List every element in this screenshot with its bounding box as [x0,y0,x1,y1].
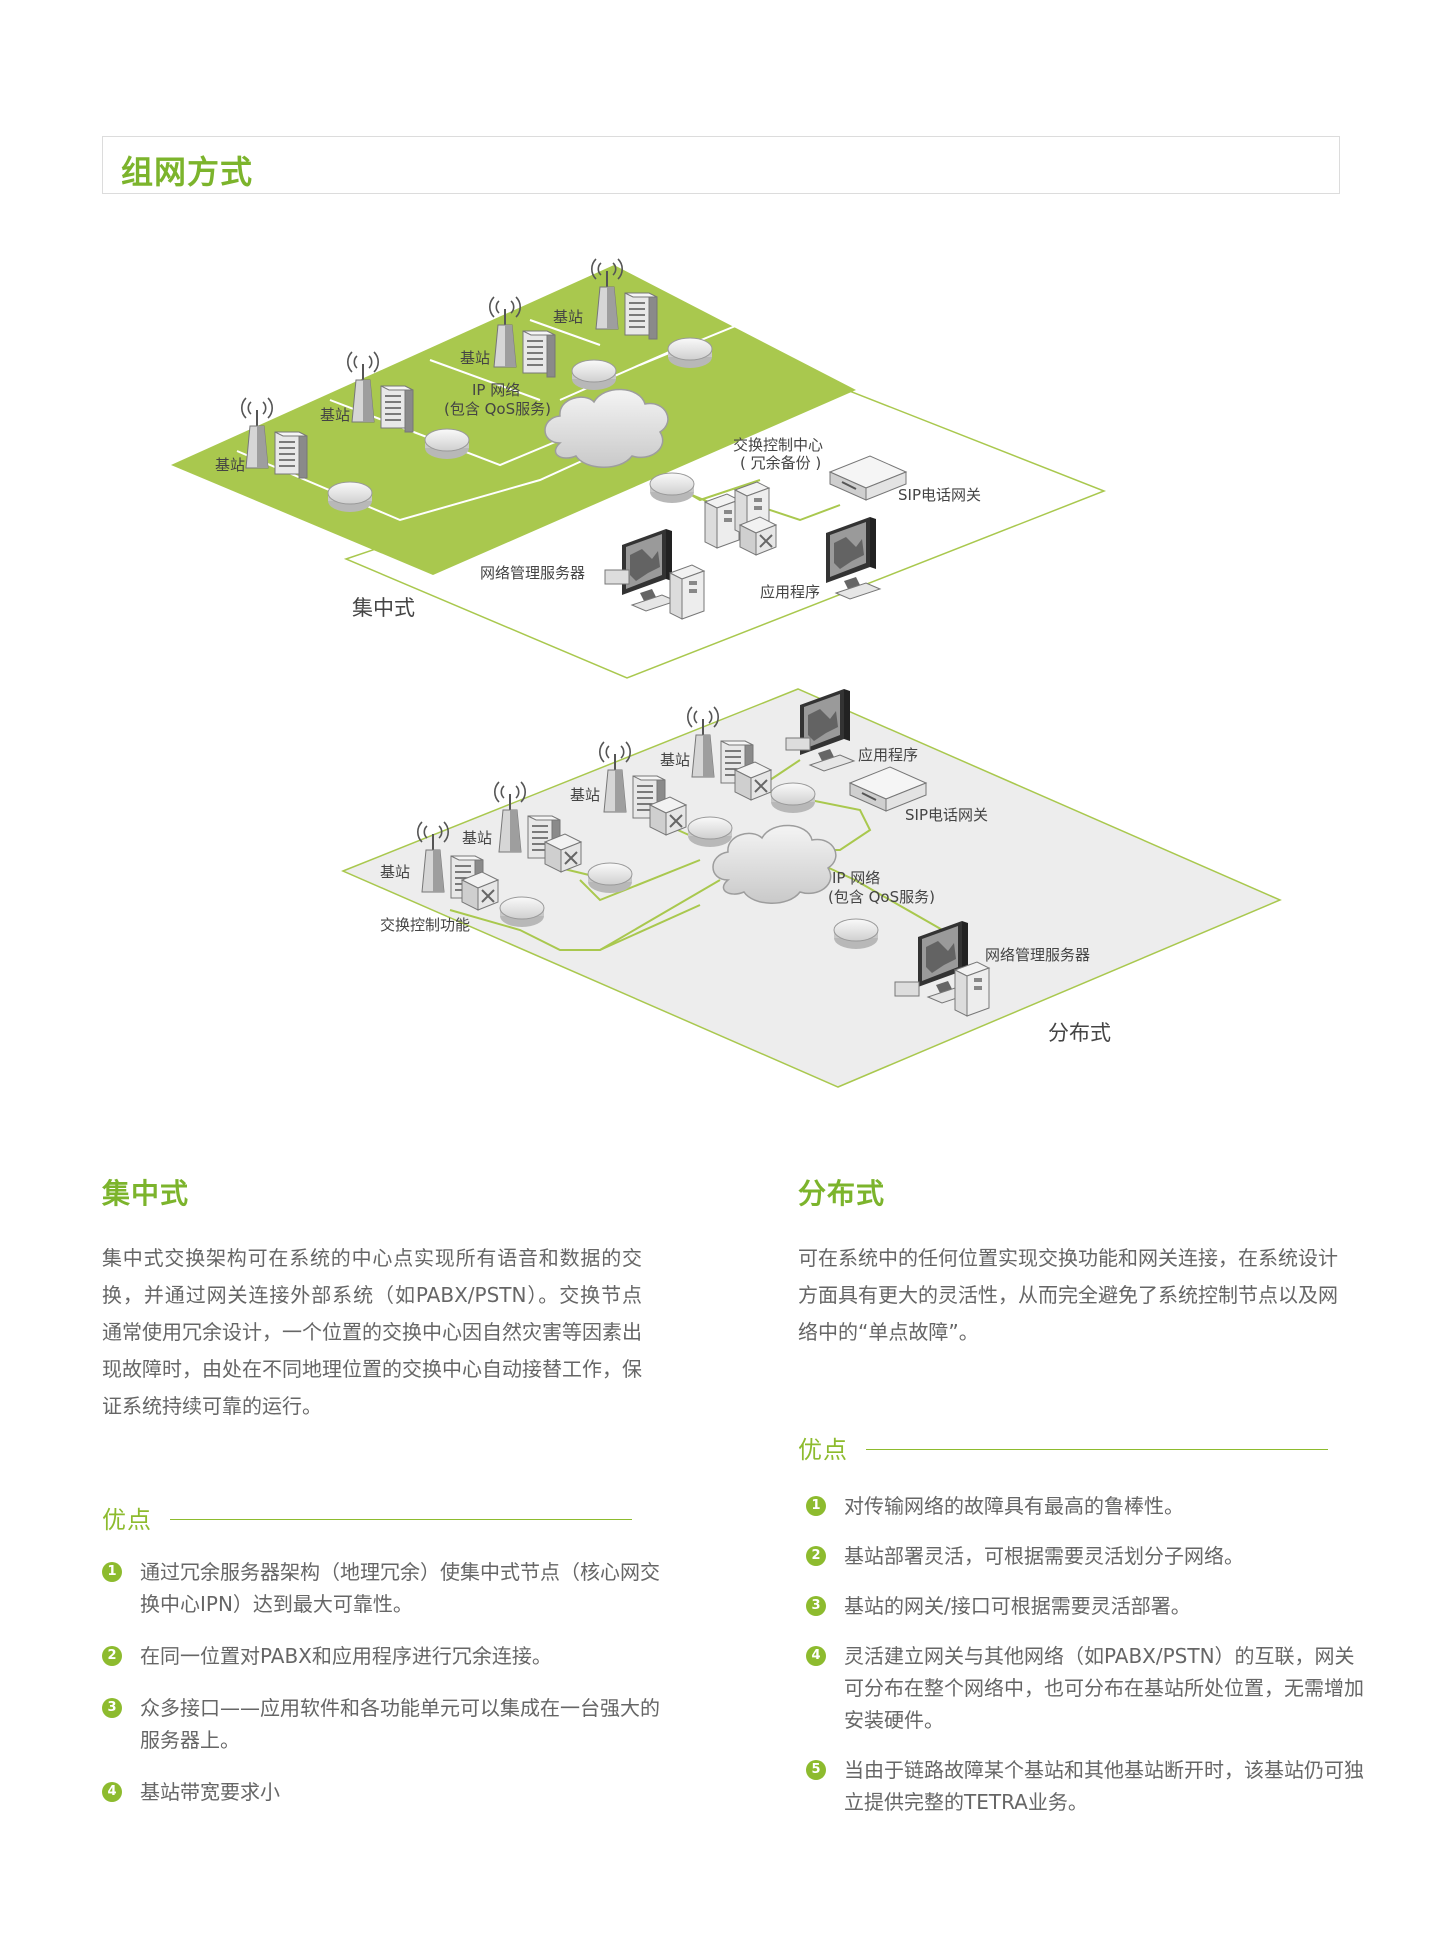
centralized-body: 集中式交换架构可在系统的中心点实现所有语音和数据的交换，并通过网关连接外部系统（… [102,1246,642,1418]
distributed-advantages-header: 优点 [798,1430,1328,1465]
label-nms: 网络管理服务器 [480,564,585,582]
label-sip-gateway: SIP电话网关 [898,486,981,504]
number-badge: 1 [806,1496,826,1516]
label-ip-net: IP 网络 [472,381,520,399]
nms-box-icon [604,569,630,585]
number-badge: 2 [102,1646,122,1666]
label-ip-net-d: IP 网络 [832,869,880,887]
distributed-section: 分布式 可在系统中的任何位置实现交换功能和网关连接，在系统设计方面具有更大的灵活… [798,1172,1338,1351]
list-item: 3 众多接口——应用软件和各功能单元可以集成在一台强大的服务器上。 [102,1692,662,1756]
number-badge: 3 [102,1698,122,1718]
list-item: 4 灵活建立网关与其他网络（如PABX/PSTN）的互联，网关可分布在整个网络中… [806,1640,1366,1736]
label-nms-d: 网络管理服务器 [985,946,1090,964]
label-app: 应用程序 [760,583,820,601]
list-item: 3 基站的网关/接口可根据需要灵活部署。 [806,1590,1366,1622]
list-item: 5 当由于链路故障某个基站和其他基站断开时，该基站仍可独立提供完整的TETRA业… [806,1754,1366,1818]
label-switch-center-sub: ( 冗余备份 ) [740,454,821,472]
section-header: 组网方式 [102,136,1340,194]
list-item: 1 通过冗余服务器架构（地理冗余）使集中式节点（核心网交换中心IPN）达到最大可… [102,1556,662,1620]
label-sip-gateway-d: SIP电话网关 [905,806,988,824]
nms-tower-icon [669,564,705,620]
list-item: 1 对传输网络的故障具有最高的鲁棒性。 [806,1490,1366,1522]
nms-tower-icon-d [954,961,990,1017]
cloud-icon [544,388,669,468]
centralized-advantages-list: 1 通过冗余服务器架构（地理冗余）使集中式节点（核心网交换中心IPN）达到最大可… [102,1556,662,1808]
label-bs-d1: 基站 [380,863,410,881]
cloud-icon-distributed [712,824,837,904]
distributed-title: 分布式 [798,1177,886,1210]
label-switch-function: 交换控制功能 [380,916,470,934]
number-badge: 4 [102,1782,122,1802]
centralized-section: 集中式 集中式交换架构可在系统的中心点实现所有语音和数据的交换，并通过网关连接外… [102,1172,642,1425]
label-app-d: 应用程序 [858,746,918,764]
advantages-label: 优点 [102,1506,152,1534]
label-ip-qos: (包含 QoS服务) [444,400,551,418]
centralized-title: 集中式 [102,1177,190,1210]
label-bs-c3: 基站 [460,349,490,367]
label-switch-center: 交换控制中心 [733,436,823,454]
label-bs-d3: 基站 [570,786,600,804]
label-ip-qos-d: (包含 QoS服务) [828,888,935,906]
list-item-text: 基站带宽要求小 [140,1780,280,1804]
centralized-advantages-header: 优点 [102,1500,632,1535]
label-bs-c1: 基站 [215,456,245,474]
list-item-text: 对传输网络的故障具有最高的鲁棒性。 [844,1494,1184,1518]
divider [170,1519,632,1520]
number-badge: 2 [806,1546,826,1566]
app-box-icon-d [785,737,811,751]
page-title: 组网方式 [121,153,254,191]
label-bs-c2: 基站 [320,406,350,424]
list-item: 2 在同一位置对PABX和应用程序进行冗余连接。 [102,1640,662,1672]
advantages-label: 优点 [798,1436,848,1464]
distributed-body: 可在系统中的任何位置实现交换功能和网关连接，在系统设计方面具有更大的灵活性，从而… [798,1246,1338,1344]
caption-distributed: 分布式 [1048,1021,1111,1045]
network-diagrams: 基站 基站 基站 基站 IP 网络 (包含 QoS服务) 交换控制中心 ( 冗余… [171,258,1282,1088]
distributed-advantages-list: 1 对传输网络的故障具有最高的鲁棒性。 2 基站部署灵活，可根据需要灵活划分子网… [806,1490,1366,1818]
list-item-text: 在同一位置对PABX和应用程序进行冗余连接。 [140,1644,552,1668]
list-item-text: 基站的网关/接口可根据需要灵活部署。 [844,1594,1191,1618]
number-badge: 4 [806,1646,826,1666]
number-badge: 3 [806,1596,826,1616]
list-item-text: 灵活建立网关与其他网络（如PABX/PSTN）的互联，网关可分布在整个网络中，也… [844,1644,1364,1732]
nms-box-icon-d [894,981,920,997]
list-item-text: 众多接口——应用软件和各功能单元可以集成在一台强大的服务器上。 [140,1696,660,1752]
list-item-text: 当由于链路故障某个基站和其他基站断开时，该基站仍可独立提供完整的TETRA业务。 [844,1758,1364,1814]
list-item: 4 基站带宽要求小 [102,1776,662,1808]
caption-centralized: 集中式 [352,596,415,620]
label-bs-c4: 基站 [553,308,583,326]
divider [866,1449,1328,1450]
number-badge: 1 [102,1562,122,1582]
label-bs-d4: 基站 [660,751,690,769]
list-item-text: 通过冗余服务器架构（地理冗余）使集中式节点（核心网交换中心IPN）达到最大可靠性… [140,1560,660,1616]
list-item: 2 基站部署灵活，可根据需要灵活划分子网络。 [806,1540,1366,1572]
number-badge: 5 [806,1760,826,1780]
label-bs-d2: 基站 [462,829,492,847]
list-item-text: 基站部署灵活，可根据需要灵活划分子网络。 [844,1544,1244,1568]
